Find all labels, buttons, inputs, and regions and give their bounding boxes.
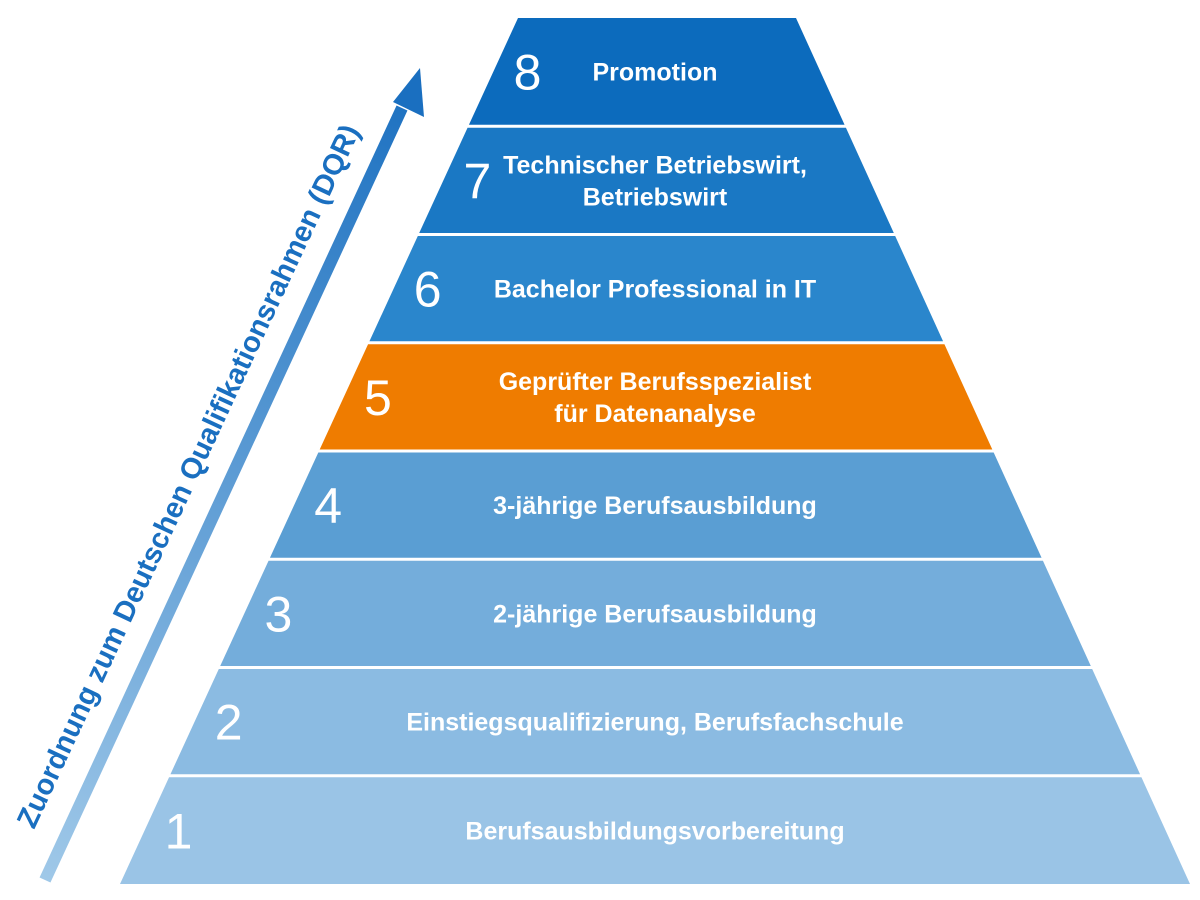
- level-label: Geprüfter Berufsspezialist: [499, 368, 812, 396]
- level-number: 4: [314, 478, 342, 534]
- level-number: 5: [364, 370, 392, 426]
- pyramid-level-8: 8 Promotion: [468, 18, 845, 125]
- pyramid-level-6: 6 Bachelor Professional in IT: [369, 236, 944, 342]
- pyramid-band: [269, 452, 1042, 558]
- pyramid-band: [319, 344, 993, 450]
- level-number: 3: [264, 586, 292, 642]
- level-label: 2-jährige Berufsausbildung: [493, 600, 817, 628]
- pyramid-level-1: 1 Berufsausbildungsvorbereitung: [120, 777, 1190, 884]
- pyramid-level-3: 3 2-jährige Berufsausbildung: [220, 560, 1091, 666]
- pyramid-band: [419, 127, 894, 233]
- level-number: 8: [514, 44, 542, 100]
- level-label: Bachelor Professional in IT: [494, 276, 816, 304]
- level-label: 3-jährige Berufsausbildung: [493, 492, 817, 520]
- level-number: 6: [414, 262, 442, 318]
- pyramid-band: [220, 560, 1091, 666]
- level-label: Betriebswirt: [583, 183, 728, 211]
- axis-arrow: [39, 68, 424, 883]
- pyramid-band: [468, 18, 845, 125]
- pyramid-level-5: 5 Geprüfter Berufsspezialist für Datenanal…: [319, 344, 993, 450]
- level-label: Berufsausbildungsvorbereitung: [465, 818, 844, 846]
- level-number: 7: [463, 153, 491, 209]
- pyramid-band: [369, 236, 944, 342]
- axis-arrow-shaft: [39, 105, 408, 883]
- pyramid-band: [170, 669, 1141, 775]
- level-label: Promotion: [593, 58, 718, 86]
- level-label: Einstiegsqualifizierung, Berufsfachschul…: [406, 709, 903, 737]
- pyramid-level-2: 2 Einstiegsqualifizierung, Berufsfachschu…: [170, 669, 1141, 775]
- level-number: 1: [165, 804, 193, 860]
- level-number: 2: [215, 695, 243, 751]
- level-label: Technischer Betriebswirt,: [503, 151, 807, 179]
- level-label: für Datenanalyse: [554, 400, 756, 428]
- pyramid-level-7: 7 Technischer Betriebswirt, Betriebswirt: [419, 127, 894, 233]
- arrow-head-icon: [393, 68, 424, 117]
- pyramid-band: [120, 777, 1190, 884]
- pyramid: 1 Berufsausbildungsvorbereitung 2 Einstiegs…: [120, 18, 1190, 884]
- pyramid-level-4: 4 3-jährige Berufsausbildung: [269, 452, 1042, 558]
